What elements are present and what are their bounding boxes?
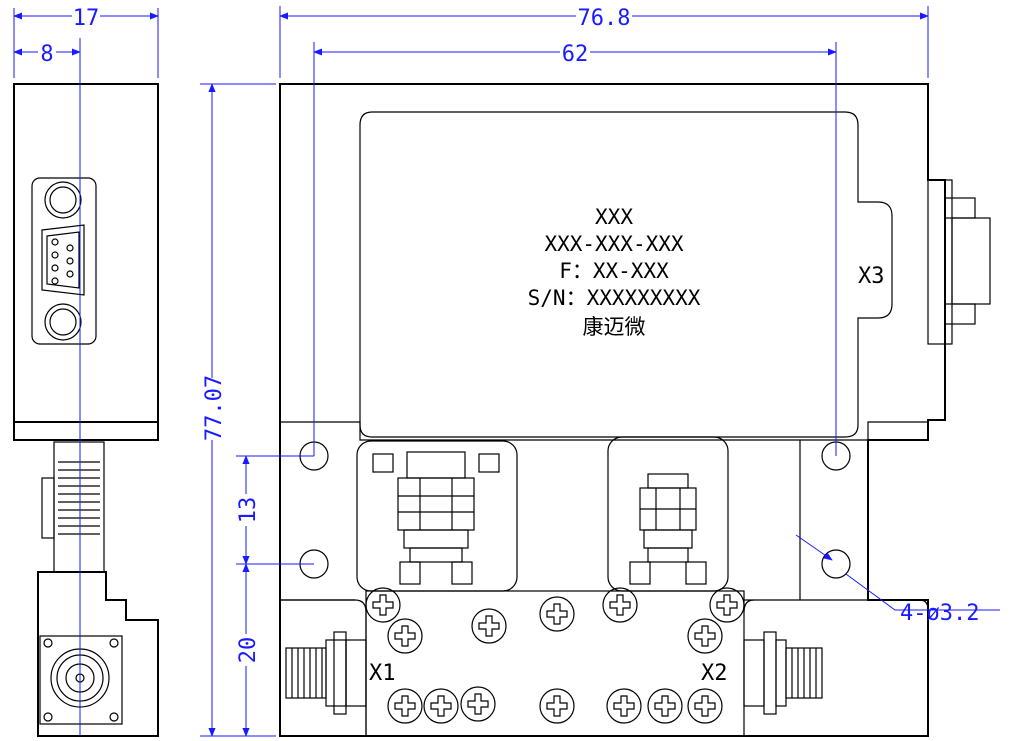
side-sma-flange: [39, 635, 123, 725]
dim-height: 77.07: [202, 375, 227, 441]
side-view: [13, 38, 159, 737]
nameplate-lid: [359, 111, 893, 438]
side-lower-housing: [37, 571, 159, 737]
filter-screws: [365, 587, 745, 724]
nameplate-line-1: XXX: [595, 205, 633, 229]
dim-vertical-13: 13: [236, 497, 261, 524]
side-housing: [13, 83, 159, 423]
dim-side-width: 17: [73, 6, 100, 31]
nameplate-line-2: XXX-XXX-XXX: [544, 232, 683, 256]
right-sma-adapter: [629, 473, 707, 585]
dim-vertical-20: 20: [236, 637, 261, 664]
filter-body: [365, 590, 745, 737]
port-label-x2: X2: [701, 661, 728, 686]
dsub-connector: [31, 177, 97, 345]
front-view: XXX XXX-XXX-XXX F：XX-XXX S/N：XXXXXXXXX 康…: [279, 83, 991, 737]
mount-hole-bottom-right: [821, 549, 851, 579]
left-sma-adapter: [372, 451, 500, 585]
nameplate-line-3: F：XX-XXX: [559, 259, 669, 283]
left-sma-pocket: [356, 440, 518, 592]
port-label-x1: X1: [369, 661, 396, 686]
nameplate-line-5: 康迈微: [583, 315, 646, 339]
dsub-screw-bottom: [44, 303, 82, 341]
side-cover-lip: [13, 421, 159, 441]
x3-connector-shell: [951, 217, 991, 305]
dsub-shell: [41, 224, 85, 296]
dsub-screw-top: [44, 181, 82, 219]
x3-connector-body: [927, 179, 953, 345]
dsub-pins: [51, 238, 74, 285]
dim-total-width: 76.8: [578, 6, 631, 31]
main-housing: [279, 83, 946, 737]
nameplate-line-4: S/N：XXXXXXXXX: [528, 286, 701, 310]
x2-connector: [743, 631, 823, 715]
dim-side-offset: 8: [40, 42, 53, 67]
dim-hole-callout: 4-ø3.2: [900, 601, 979, 626]
dimensions: 17 8 76.8 62 77.07 13 20: [13, 4, 1000, 737]
x1-connector: [285, 631, 367, 715]
dim-hole-span: 62: [562, 42, 589, 67]
right-sma-pocket: [607, 436, 729, 592]
port-label-x3: X3: [858, 264, 885, 289]
